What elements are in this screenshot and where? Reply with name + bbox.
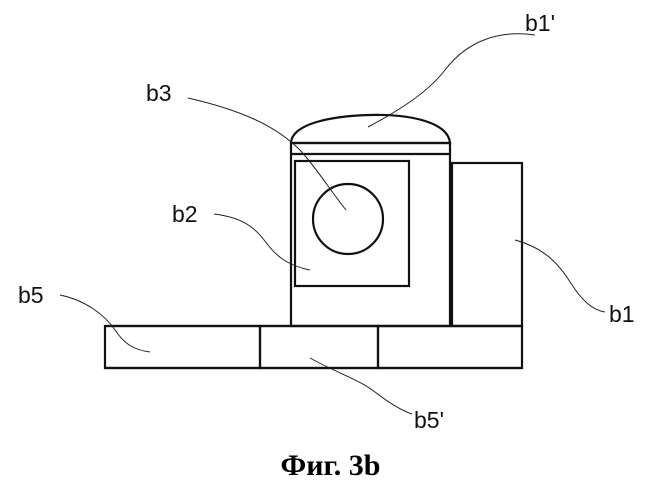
label-b2: b2 (172, 201, 198, 227)
b5-base-plate (105, 326, 522, 368)
main-body (291, 143, 450, 326)
leader-b5-prime (310, 358, 412, 414)
b5-prime-recess (260, 326, 378, 368)
leader-b1-prime (368, 34, 535, 127)
label-b5: b5 (18, 282, 44, 308)
label-b1: b1 (609, 301, 635, 327)
b2-inner-block (295, 161, 409, 286)
b3-circle (313, 184, 383, 254)
label-b3: b3 (146, 80, 172, 106)
label-b5-prime: b5' (414, 407, 444, 433)
leader-b1 (515, 240, 605, 312)
figure-caption: Фиг. 3b (0, 449, 661, 483)
b1-wall (452, 163, 522, 326)
b1-prime-cap (291, 115, 450, 143)
label-b1-prime: b1' (525, 10, 555, 36)
